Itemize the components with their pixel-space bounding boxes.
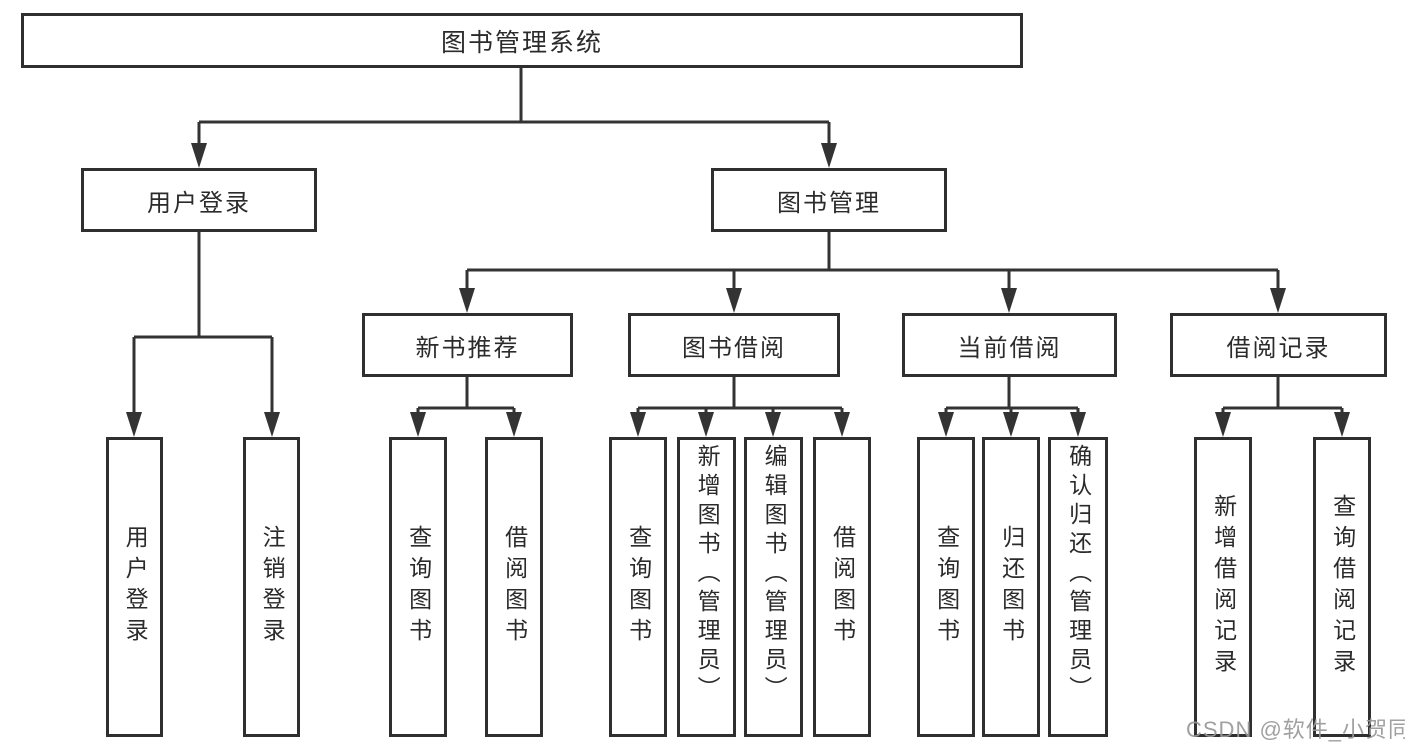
leaf-borrowing-query-book-label: 查询图书	[625, 525, 652, 649]
node-current-borrowing: 当前借阅	[902, 313, 1117, 377]
leaf-query-borrow-record-label: 查询借阅记录	[1329, 494, 1356, 680]
leaf-user-login: 用户登录	[106, 437, 163, 737]
leaf-add-borrow-record: 新增借阅记录	[1194, 437, 1252, 737]
leaf-user-login-label: 用户登录	[122, 525, 149, 649]
node-book-borrowing-label: 图书借阅	[682, 334, 786, 362]
csdn-watermark: CSDN @软件_小贺同学	[1186, 717, 1405, 742]
leaf-borrowing-query-book: 查询图书	[609, 437, 667, 737]
node-borrowing-records: 借阅记录	[1170, 313, 1387, 377]
leaf-newbook-borrow-book-label: 借阅图书	[501, 525, 528, 649]
arrowheads	[126, 143, 1350, 437]
leaf-borrowing-borrow-book-label: 借阅图书	[829, 525, 856, 649]
leaf-confirm-return-admin: 确认归还（管理员）	[1048, 437, 1108, 737]
leaf-return-book: 归还图书	[982, 437, 1040, 737]
leaf-add-book-admin: 新增图书（管理员）	[677, 437, 736, 737]
leaf-add-borrow-record-label: 新增借阅记录	[1210, 494, 1237, 680]
node-root-system: 图书管理系统	[21, 13, 1023, 68]
node-new-book-recommend-label: 新书推荐	[415, 334, 520, 362]
node-book-management: 图书管理	[711, 168, 947, 232]
leaf-query-borrow-record: 查询借阅记录	[1313, 437, 1371, 737]
leaf-edit-book-admin: 编辑图书（管理员）	[744, 437, 803, 737]
leaf-newbook-borrow-book: 借阅图书	[485, 437, 543, 737]
leaf-confirm-return-admin-label: 确认归还（管理员）	[1065, 444, 1092, 705]
leaf-add-book-admin-label: 新增图书（管理员）	[694, 444, 721, 705]
leaf-current-query-book: 查询图书	[917, 437, 975, 737]
leaf-newbook-query-book: 查询图书	[389, 437, 447, 737]
node-new-book-recommend: 新书推荐	[362, 313, 573, 377]
leaf-return-book-label: 归还图书	[998, 525, 1025, 649]
node-root-label: 图书管理系统	[440, 28, 603, 57]
node-borrowing-records-label: 借阅记录	[1226, 334, 1331, 362]
node-user-login-label: 用户登录	[147, 189, 251, 217]
leaf-current-query-book-label: 查询图书	[933, 525, 960, 649]
node-book-management-label: 图书管理	[777, 189, 881, 217]
node-current-borrowing-label: 当前借阅	[957, 334, 1062, 362]
node-user-login: 用户登录	[81, 168, 317, 232]
leaf-logout: 注销登录	[243, 437, 300, 737]
leaf-newbook-query-book-label: 查询图书	[405, 525, 432, 649]
leaf-edit-book-admin-label: 编辑图书（管理员）	[761, 444, 788, 705]
leaf-logout-label: 注销登录	[259, 525, 286, 649]
node-book-borrowing: 图书借阅	[628, 313, 840, 377]
leaf-borrowing-borrow-book: 借阅图书	[813, 437, 871, 737]
